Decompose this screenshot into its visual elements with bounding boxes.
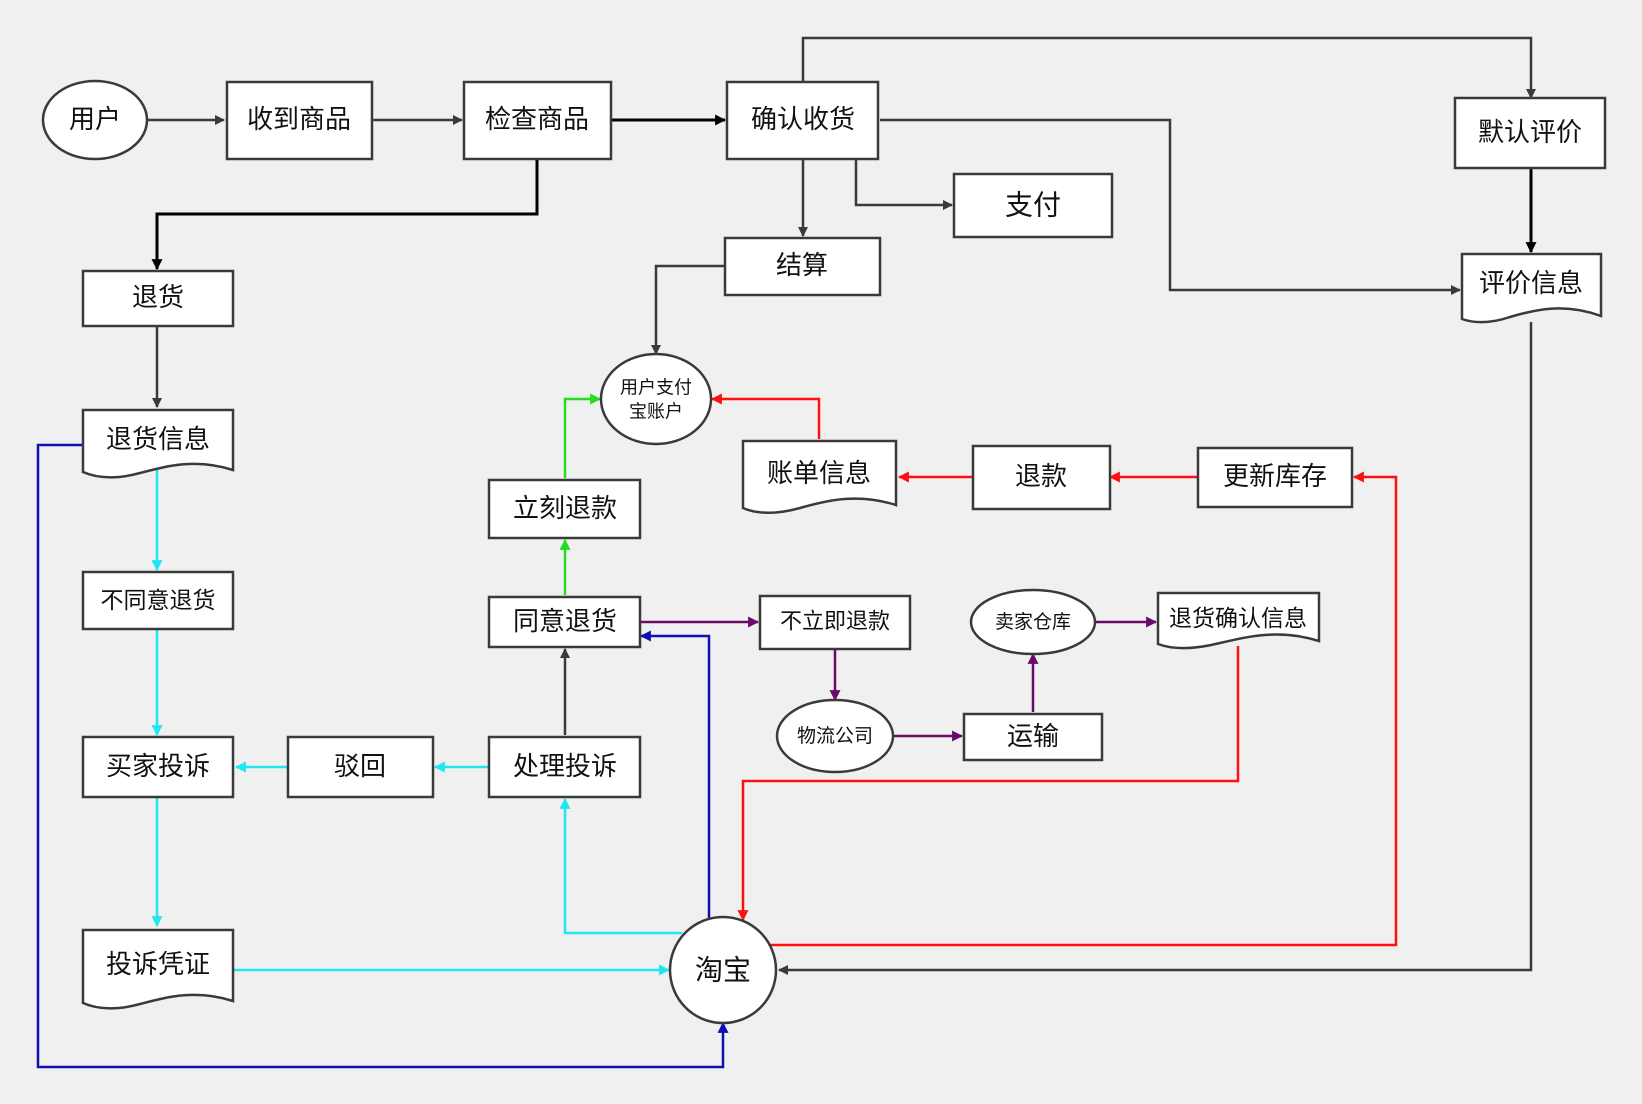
label-disagree-return: 不同意退货 (101, 588, 216, 614)
edge-return-confirm-to-taobao (737, 646, 1240, 922)
node-settle (723, 236, 882, 297)
label-not-instant-refund: 不立即退款 (780, 610, 890, 635)
label-handle-complaint: 处理投诉 (513, 752, 617, 782)
connectors (36, 36, 1537, 1069)
node-not-instant-refund (758, 594, 912, 651)
node-update-stock (1196, 446, 1354, 509)
node-agree-return (487, 595, 642, 649)
node-taobao (668, 915, 778, 1025)
edge-taobao-to-update-stock (770, 471, 1398, 947)
node-check-goods (462, 80, 613, 161)
label-return-goods: 退货 (132, 283, 184, 313)
node-default-review (1453, 96, 1607, 170)
node-complaint-evidence (81, 928, 235, 1010)
node-seller-warehouse (969, 588, 1097, 656)
node-buyer-complaint (81, 735, 235, 799)
node-reject (286, 735, 435, 799)
label-transport: 运输 (1007, 722, 1059, 752)
edge-return-info-to-taobao (36, 443, 729, 1069)
node-instant-refund (487, 478, 642, 540)
labels: 用户 收到商品 检查商品 确认收货 默认评价 支付 结算 评价信息 退货 退货信… (69, 105, 1583, 987)
label-settle: 结算 (776, 251, 828, 281)
label-return-info: 退货信息 (106, 425, 210, 455)
label-default-review: 默认评价 (1478, 118, 1582, 148)
node-refund (971, 444, 1112, 511)
label-refund: 退款 (1015, 462, 1067, 492)
node-return-confirm-info (1156, 591, 1321, 650)
node-alipay-account (599, 352, 713, 446)
edge-confirm-to-pay (854, 159, 953, 210)
edge-taobao-to-agree (639, 630, 711, 920)
label-receive-goods: 收到商品 (247, 105, 351, 135)
label-bill-info: 账单信息 (767, 459, 871, 489)
node-return-info (81, 408, 235, 479)
edge-bill-to-alipay (710, 393, 821, 439)
edge-taobao-to-handle (559, 797, 682, 935)
label-update-stock: 更新库存 (1223, 462, 1327, 492)
node-handle-complaint (487, 735, 642, 799)
node-user (41, 79, 149, 161)
label-user: 用户 (69, 105, 121, 135)
nodes (41, 79, 1607, 1025)
edge-instant-refund-to-alipay (563, 393, 602, 478)
node-logistics (775, 698, 895, 774)
label-complaint-evidence: 投诉凭证 (106, 950, 210, 980)
edge-confirm-to-default-review (801, 36, 1536, 99)
label-return-confirm-info: 退货确认信息 (1169, 606, 1307, 632)
label-logistics: 物流公司 (797, 725, 873, 747)
label-confirm-receipt: 确认收货 (751, 105, 855, 135)
label-check-goods: 检查商品 (485, 105, 589, 135)
label-seller-warehouse: 卖家仓库 (995, 611, 1071, 633)
label-instant-refund: 立刻退款 (513, 494, 617, 524)
label-agree-return: 同意退货 (513, 607, 617, 637)
label-buyer-complaint: 买家投诉 (106, 752, 210, 782)
edge-check-to-return (151, 159, 539, 271)
node-return-goods (81, 269, 235, 328)
node-bill-info (741, 439, 898, 515)
node-pay (952, 172, 1114, 239)
node-receive-goods (225, 80, 374, 161)
edge-confirm-to-review-info (880, 118, 1461, 295)
node-review-info (1460, 252, 1603, 324)
label-alipay-line1: 用户支付 (620, 378, 692, 399)
label-pay: 支付 (1005, 189, 1061, 222)
node-confirm-receipt (725, 80, 880, 161)
node-disagree-return (81, 570, 235, 631)
label-alipay-line2: 宝账户 (629, 402, 683, 423)
node-transport (962, 712, 1104, 762)
label-reject: 驳回 (334, 752, 386, 782)
label-taobao: 淘宝 (695, 954, 751, 987)
edge-settle-to-alipay (651, 264, 725, 355)
label-review-info: 评价信息 (1479, 269, 1583, 299)
edge-review-info-to-taobao (778, 322, 1533, 975)
